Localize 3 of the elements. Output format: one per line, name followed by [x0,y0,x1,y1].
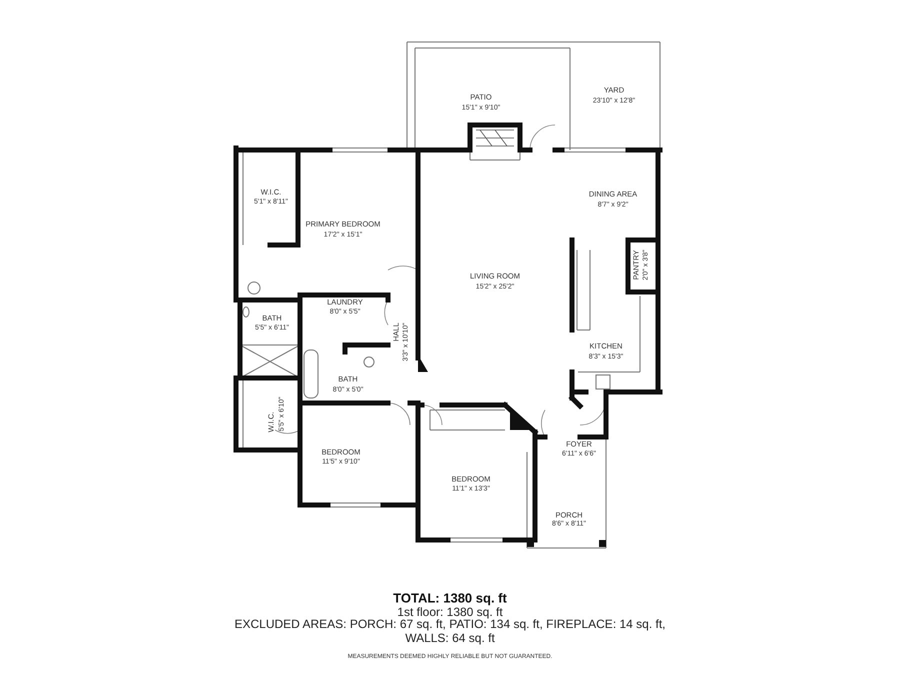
area-note: 1st floor: 1380 sq. ft [397,606,503,618]
area-note: EXCLUDED AREAS: PORCH: 67 sq. ft, PATIO: 134 sq. ft, FIREPLACE: 14 sq. ft, WALLS: 64 sq. ft [233,617,667,645]
total-area-heading: TOTAL: 1380 sq. ft [393,592,507,604]
